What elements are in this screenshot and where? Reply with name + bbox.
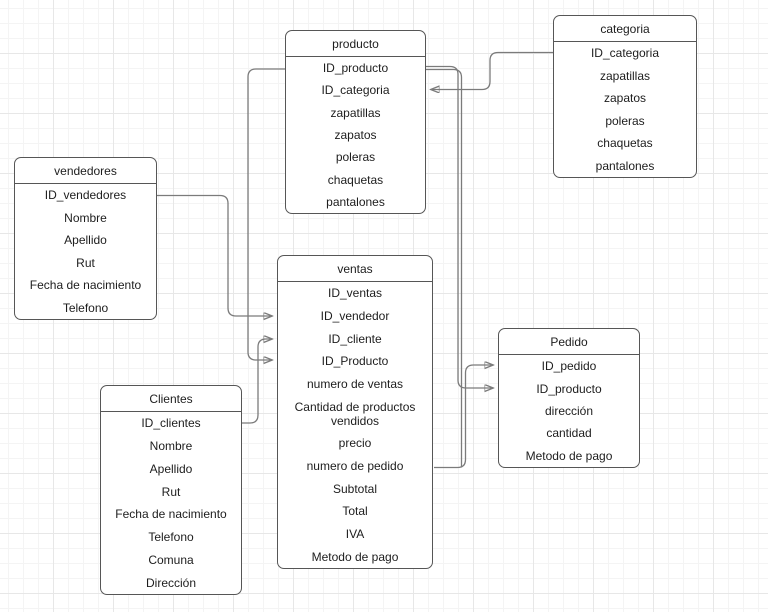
field-cantidad-de-productos-vendidos[interactable]: Cantidad de productos vendidos <box>294 399 416 428</box>
field-metodo-de-pago[interactable]: Metodo de pago <box>525 448 613 463</box>
field-apellido[interactable]: Apellido <box>64 233 107 248</box>
field-rut[interactable]: Rut <box>161 484 181 499</box>
field-id-clientes[interactable]: ID_clientes <box>141 416 201 431</box>
table-title: categoria <box>554 16 696 42</box>
field-rut[interactable]: Rut <box>76 255 95 270</box>
field-chaquetas[interactable]: chaquetas <box>327 172 384 187</box>
field-chaquetas[interactable]: chaquetas <box>597 136 653 151</box>
field-iva[interactable]: IVA <box>345 527 365 542</box>
connector-clientes-to-ventas-idcliente[interactable] <box>242 339 272 424</box>
table-title: producto <box>286 31 425 57</box>
field-nombre[interactable]: Nombre <box>64 210 107 225</box>
field-id-producto[interactable]: ID_Producto <box>321 354 389 369</box>
field-id-categoria[interactable]: ID_categoria <box>321 83 390 98</box>
field-id-ventas[interactable]: ID_ventas <box>327 286 383 301</box>
field-zapatillas[interactable]: zapatillas <box>599 68 651 83</box>
field-id-producto[interactable]: ID_producto <box>536 381 602 396</box>
field-cantidad[interactable]: cantidad <box>546 426 592 441</box>
connector-vendedores-to-ventas-idvendedor[interactable] <box>157 194 272 317</box>
connector-categoria-to-producto[interactable] <box>431 51 553 90</box>
field-subtotal[interactable]: Subtotal <box>332 481 378 496</box>
table-title: ventas <box>278 256 432 282</box>
table-categoria[interactable]: categoria ID_categoria zapatillas zapatos p… <box>553 15 697 178</box>
field-telefono[interactable]: Telefono <box>148 530 194 545</box>
field-id-vendedores[interactable]: ID_vendedores <box>44 188 127 203</box>
field-zapatillas[interactable]: zapatillas <box>330 105 381 120</box>
table-title: Clientes <box>101 386 241 412</box>
field-id-cliente[interactable]: ID_cliente <box>328 331 382 346</box>
field-total[interactable]: Total <box>342 504 368 519</box>
field-apellido[interactable]: Apellido <box>149 461 193 476</box>
table-title: vendedores <box>15 158 156 184</box>
field-zapatos[interactable]: zapatos <box>334 127 377 142</box>
field-precio[interactable]: precio <box>338 436 372 451</box>
field-id-producto[interactable]: ID_producto <box>322 61 389 76</box>
field-pantalones[interactable]: pantalones <box>595 158 655 173</box>
field-id-categoria[interactable]: ID_categoria <box>590 46 660 61</box>
field-comuna[interactable]: Comuna <box>148 552 194 567</box>
connector-producto-to-pedido-idproducto[interactable] <box>426 65 493 389</box>
field-numero-de-pedido[interactable]: numero de pedido <box>306 459 404 474</box>
field-fecha-de-nacimiento[interactable]: Fecha de nacimiento <box>115 507 227 522</box>
field-nombre[interactable]: Nombre <box>149 439 193 454</box>
field-metodo-de-pago[interactable]: Metodo de pago <box>311 549 399 564</box>
field-poleras[interactable]: poleras <box>605 113 645 128</box>
field-telefono[interactable]: Telefono <box>62 300 109 315</box>
field-zapatos[interactable]: zapatos <box>603 91 647 106</box>
field-poleras[interactable]: poleras <box>335 150 376 165</box>
connector-ventas-to-pedido-idpedido[interactable] <box>434 365 493 469</box>
field-id-vendedor[interactable]: ID_vendedor <box>320 309 390 323</box>
field-direcci-n[interactable]: dirección <box>544 404 594 419</box>
table-title: Pedido <box>499 329 639 355</box>
field-numero-de-ventas[interactable]: numero de ventas <box>306 377 404 392</box>
field-pantalones[interactable]: pantalones <box>326 194 385 209</box>
field-id-pedido[interactable]: ID_pedido <box>541 359 597 374</box>
field-direcci-n[interactable]: Dirección <box>145 575 196 590</box>
field-fecha-de-nacimiento[interactable]: Fecha de nacimiento <box>29 278 142 293</box>
table-fields: ID_categoria zapatillas zapatos poleras chaq… <box>554 42 696 177</box>
